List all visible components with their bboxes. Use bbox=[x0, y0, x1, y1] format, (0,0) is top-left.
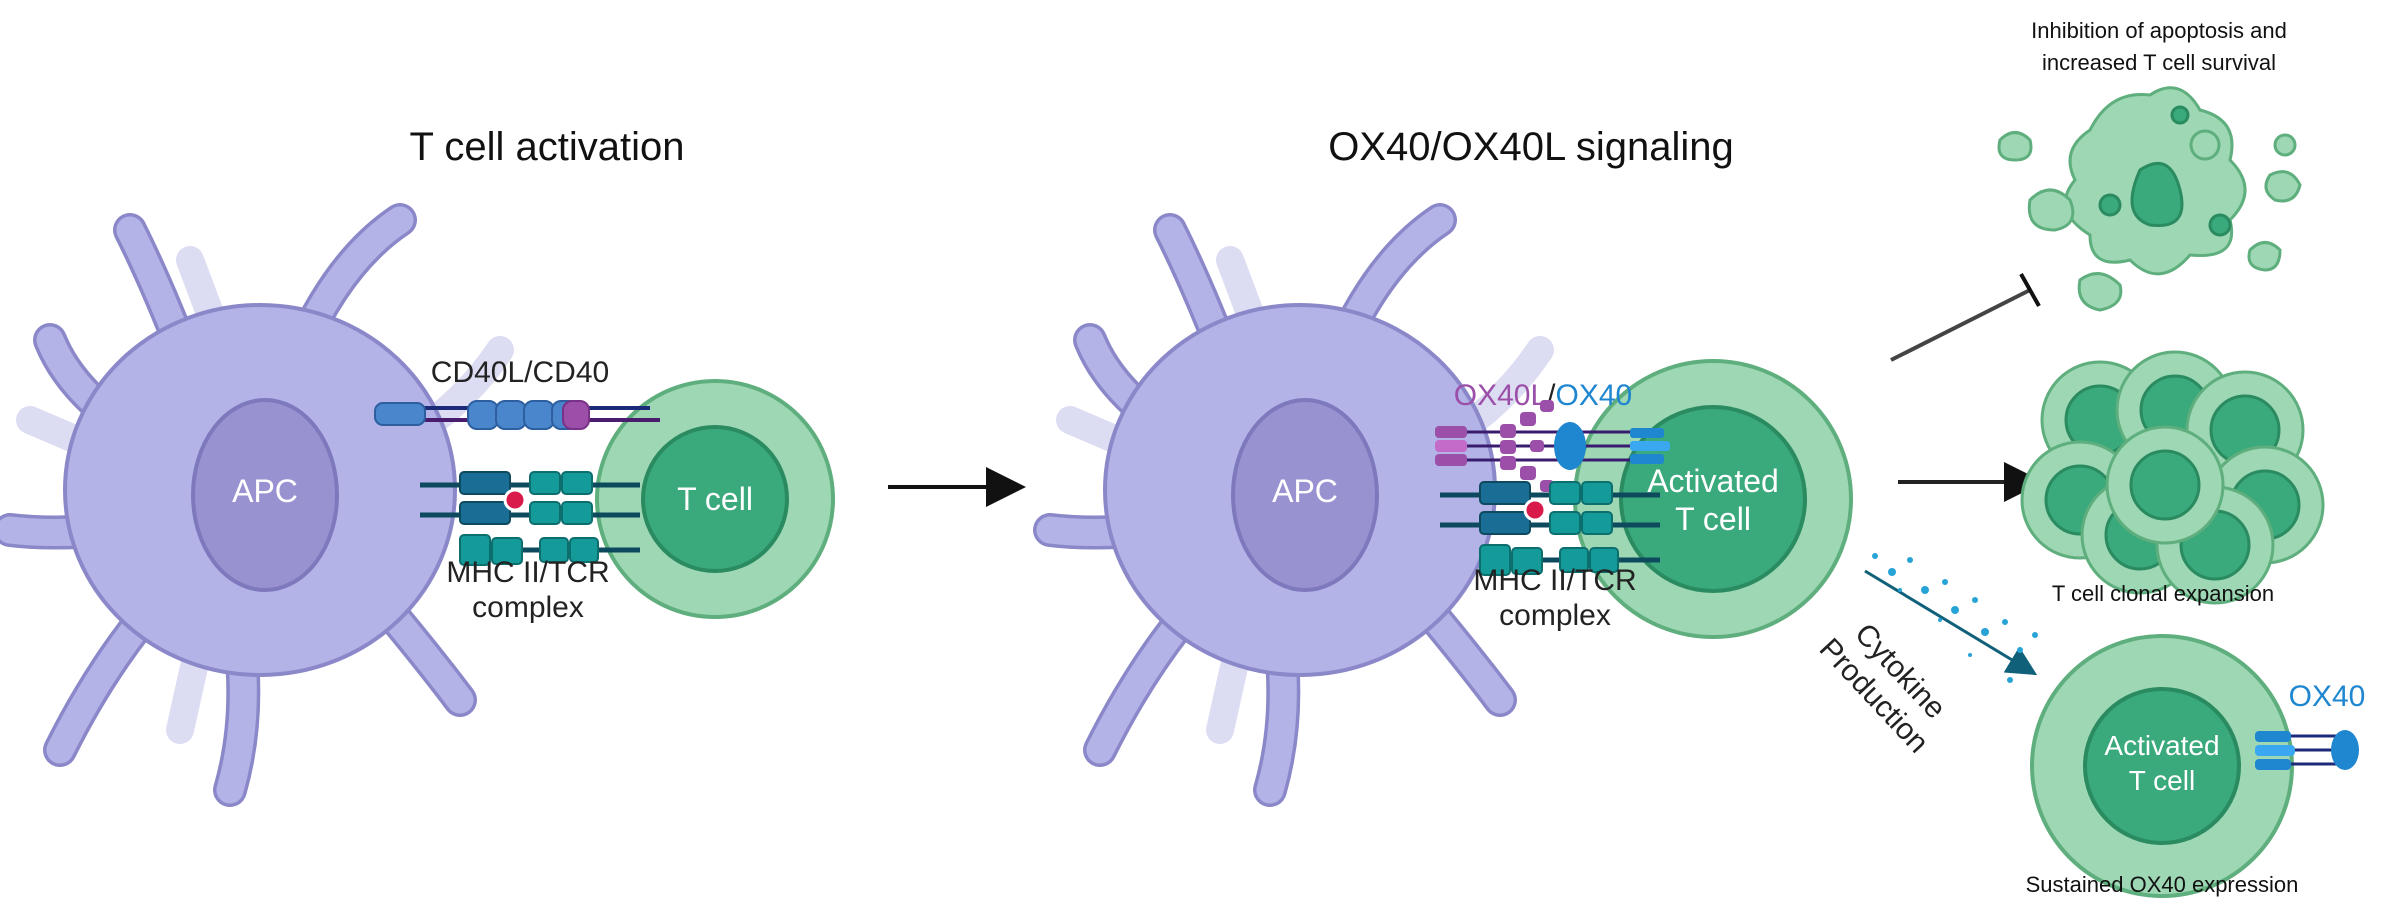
complex-label-middle-1: MHC II/TCR bbox=[1473, 564, 1636, 597]
t-cell-label-left: T cell bbox=[677, 481, 753, 517]
apc-label-middle: APC bbox=[1272, 473, 1338, 509]
title-t-cell-activation: T cell activation bbox=[410, 125, 685, 169]
title-ox40-signaling: OX40/OX40L signaling bbox=[1328, 125, 1733, 169]
clonal-expansion-cells-icon bbox=[2020, 350, 2325, 605]
ox40l-text: OX40L bbox=[1454, 379, 1547, 412]
activated-label-middle-1: Activated bbox=[1647, 463, 1779, 499]
ox40-outcome-label: OX40 bbox=[2289, 680, 2366, 713]
inhibition-arrow-icon bbox=[1890, 273, 2041, 362]
cd40-label: CD40L/CD40 bbox=[431, 356, 609, 389]
ox40-receptor-icon bbox=[2255, 730, 2359, 770]
activated-label-outcome-1: Activated bbox=[2104, 730, 2219, 761]
apoptotic-cell-icon bbox=[1997, 86, 2302, 312]
separator-text: / bbox=[1547, 379, 1556, 412]
expression-label: Sustained OX40 expression bbox=[2026, 872, 2299, 897]
ox40l-ox40-label: OX40L/OX40 bbox=[1454, 379, 1632, 412]
activated-label-middle-2: T cell bbox=[1675, 501, 1751, 537]
cytokine-arrow-icon bbox=[1864, 553, 2038, 683]
complex-label-left-2: complex bbox=[472, 591, 584, 624]
expansion-label: T cell clonal expansion bbox=[2052, 581, 2274, 606]
complex-label-middle-2: complex bbox=[1499, 599, 1611, 632]
activated-label-outcome-2: T cell bbox=[2129, 765, 2195, 796]
cd40l-cd40-receptor-icon bbox=[374, 400, 660, 430]
t-cell-left bbox=[595, 379, 835, 619]
activated-t-cell-outcome bbox=[2030, 634, 2294, 898]
apc-label-left: APC bbox=[232, 473, 298, 509]
survival-label-2: increased T cell survival bbox=[2042, 50, 2276, 75]
ox40-text: OX40 bbox=[1556, 379, 1633, 412]
survival-label-1: Inhibition of apoptosis and bbox=[2031, 18, 2287, 43]
complex-label-left-1: MHC II/TCR bbox=[446, 556, 609, 589]
ox40l-ox40-receptor-icon bbox=[1435, 400, 1670, 492]
